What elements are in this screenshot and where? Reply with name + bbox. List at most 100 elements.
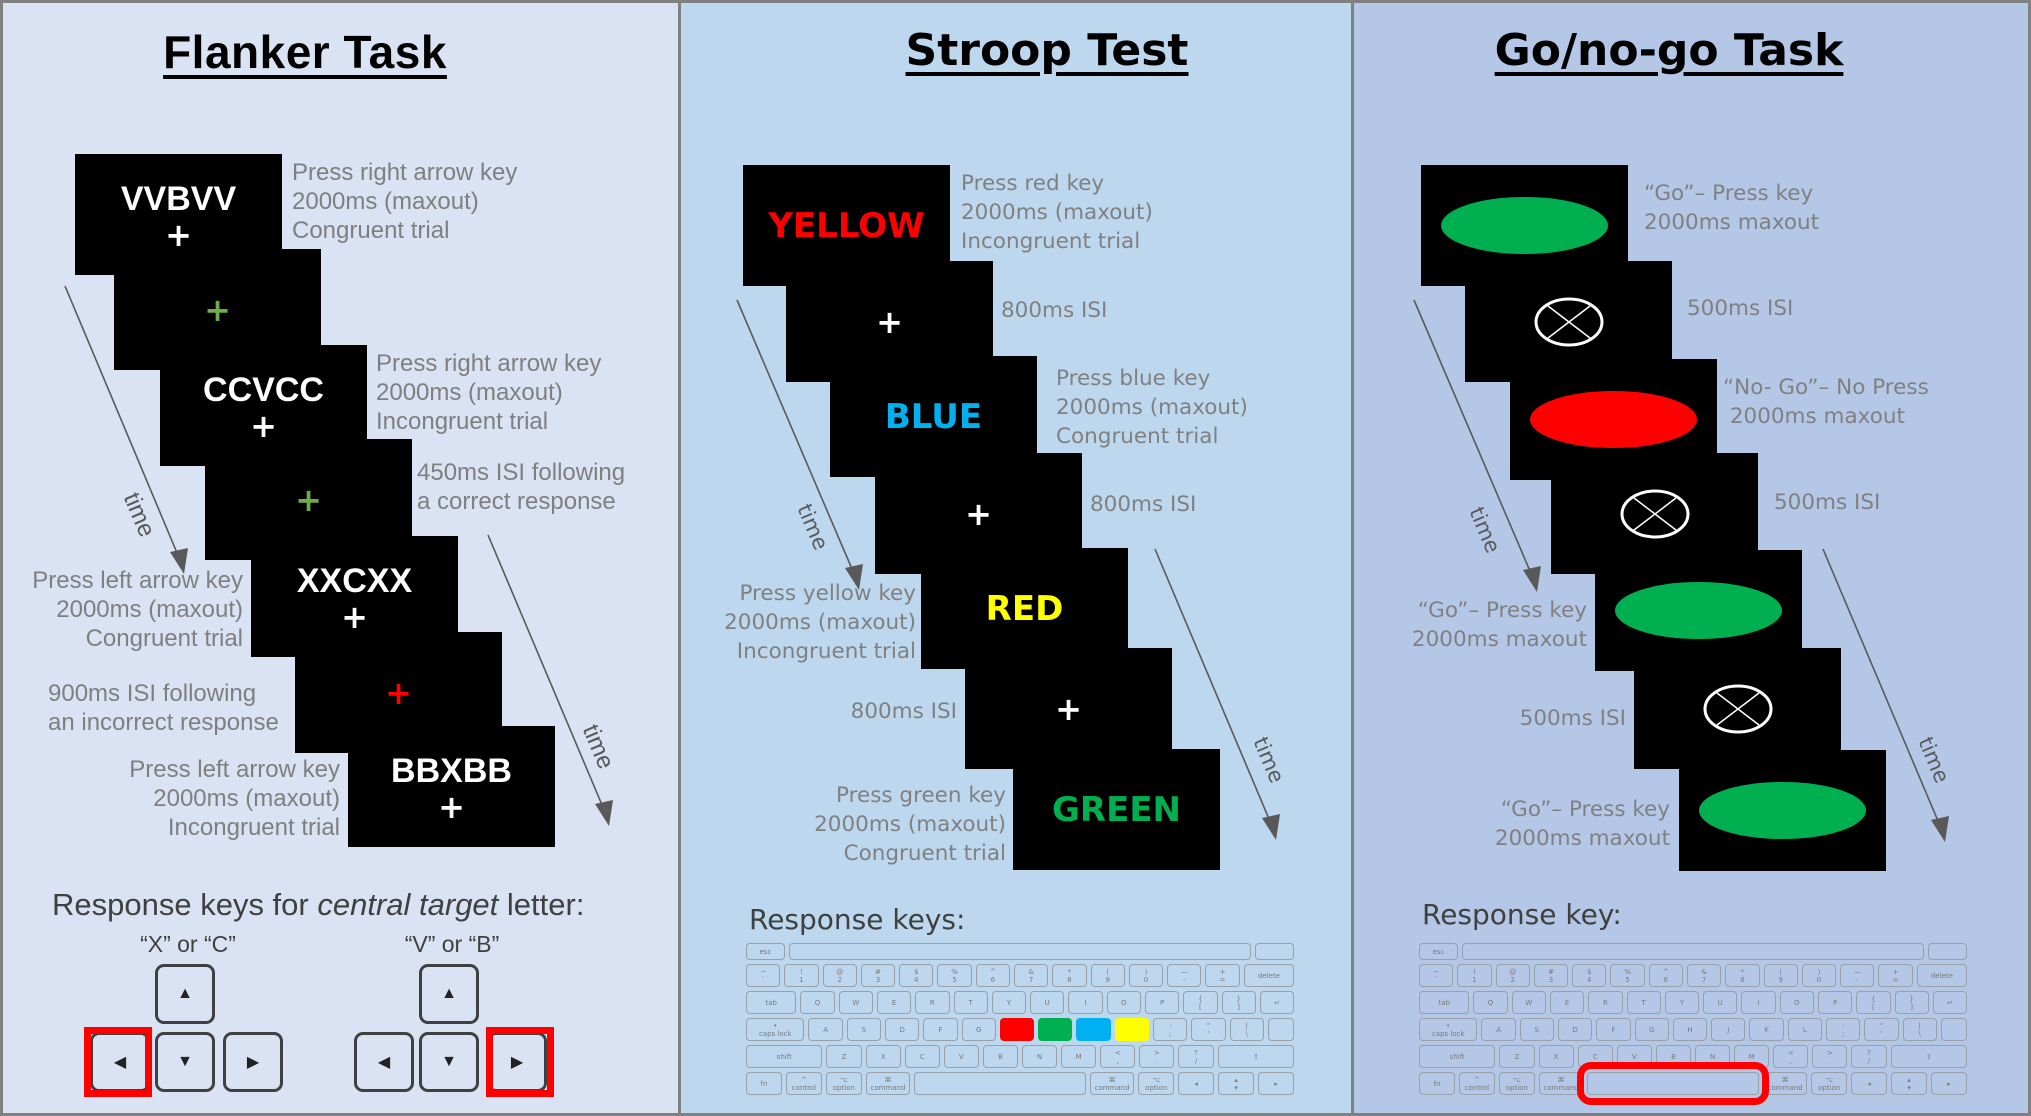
keyboard-key[interactable]: • caps lock: [1419, 1018, 1478, 1042]
keyboard-key[interactable]: + =: [1205, 964, 1240, 988]
keyboard-key[interactable]: ~ `: [746, 964, 781, 988]
keyboard-key[interactable]: Z: [826, 1045, 862, 1069]
keyboard-key[interactable]: : ;: [1153, 1018, 1188, 1042]
keyboard-key[interactable]: % 5: [937, 964, 972, 988]
keyboard-key[interactable]: ⌥ option: [1811, 1072, 1848, 1095]
keyboard-key[interactable]: Y: [991, 991, 1027, 1015]
keyboard-key[interactable]: > .: [1139, 1045, 1175, 1069]
keyboard-key[interactable]: H: [1672, 1018, 1708, 1042]
keyboard-key[interactable]: delete: [1243, 964, 1295, 988]
keyboard-key[interactable]: } ]: [1894, 991, 1929, 1015]
keyboard-key[interactable]: ! 1: [1457, 964, 1492, 988]
keyboard-key[interactable]: ) 0: [1128, 964, 1164, 988]
keyboard-key[interactable]: C: [1577, 1045, 1613, 1069]
keyboard-key[interactable]: Z: [1499, 1045, 1535, 1069]
keyboard-key[interactable]: ⌥ option: [825, 1072, 862, 1095]
up-arrow-key[interactable]: ▲: [419, 964, 479, 1024]
keyboard-key[interactable]: ^ control: [1458, 1072, 1495, 1095]
keyboard-key[interactable]: # 3: [860, 964, 896, 988]
right-arrow-key[interactable]: ▶: [487, 1032, 547, 1092]
keyboard-key[interactable]: V: [943, 1045, 979, 1069]
keyboard-key[interactable]: O: [1779, 991, 1814, 1015]
keyboard-key[interactable]: $ 4: [899, 964, 934, 988]
keyboard-key[interactable]: ) 0: [1801, 964, 1837, 988]
keyboard-key[interactable]: W: [838, 991, 873, 1015]
keyboard-key[interactable]: B: [1655, 1045, 1692, 1069]
keyboard-key[interactable]: ⇧: [1890, 1045, 1968, 1069]
keyboard-key[interactable]: tab: [746, 991, 797, 1015]
keyboard-key[interactable]: fn: [1419, 1072, 1455, 1095]
keyboard-key[interactable]: ! 1: [784, 964, 819, 988]
keyboard-key[interactable]: delete: [1916, 964, 1968, 988]
keyboard-key[interactable]: F: [1596, 1018, 1631, 1042]
keyboard-key[interactable]: ( 9: [1090, 964, 1125, 988]
keyboard-key[interactable]: F: [923, 1018, 958, 1042]
keyboard-key[interactable]: P: [1144, 991, 1180, 1015]
keyboard-key[interactable]: % 5: [1610, 964, 1645, 988]
keyboard-key[interactable]: ⌘ command: [865, 1072, 911, 1095]
keyboard-key[interactable]: ◂: [1851, 1072, 1888, 1095]
keyboard-key[interactable]: # 3: [1533, 964, 1569, 988]
keyboard-key[interactable]: U: [1030, 991, 1065, 1015]
keyboard-key[interactable]: A: [808, 1018, 843, 1042]
keyboard-key[interactable]: E: [1549, 991, 1585, 1015]
keyboard-key[interactable]: [788, 943, 1252, 961]
keyboard-key[interactable]: [1255, 943, 1294, 961]
keyboard-key[interactable]: shift: [746, 1045, 823, 1069]
keyboard-key[interactable]: ↵: [1932, 991, 1968, 1015]
keyboard-key[interactable]: ▴ ▾: [1891, 1072, 1928, 1095]
keyboard-key[interactable]: shift: [1419, 1045, 1496, 1069]
keyboard-key[interactable]: " ': [1864, 1018, 1899, 1042]
left-arrow-key[interactable]: ◀: [354, 1032, 414, 1092]
keyboard-key[interactable]: W: [1511, 991, 1546, 1015]
up-arrow-key[interactable]: ▲: [155, 964, 215, 1024]
keyboard-key[interactable]: ^ control: [785, 1072, 822, 1095]
keyboard-key[interactable]: & 7: [1686, 964, 1722, 988]
keyboard-key[interactable]: K: [1749, 1018, 1784, 1042]
keyboard-key[interactable]: [1940, 1018, 1968, 1042]
keyboard-key[interactable]: [1267, 1018, 1295, 1042]
keyboard-key[interactable]: ▸: [1931, 1072, 1968, 1095]
keyboard-key[interactable]: I: [1741, 991, 1776, 1015]
keyboard-key[interactable]: G: [961, 1018, 996, 1042]
keyboard-key[interactable]: M: [1734, 1045, 1770, 1069]
keyboard-key[interactable]: esc: [746, 943, 785, 961]
keyboard-key[interactable]: • caps lock: [746, 1018, 805, 1042]
keyboard-key[interactable]: @ 2: [1495, 964, 1530, 988]
keyboard-key[interactable]: ⇧: [1217, 1045, 1295, 1069]
keyboard-key[interactable]: > .: [1812, 1045, 1848, 1069]
keyboard-key[interactable]: } ]: [1221, 991, 1256, 1015]
keyboard-key[interactable]: S: [1519, 1018, 1555, 1042]
keyboard-key[interactable]: R: [1588, 991, 1623, 1015]
keyboard-key[interactable]: ◂: [1178, 1072, 1215, 1095]
keyboard-key[interactable]: K: [1076, 1018, 1111, 1042]
keyboard-key[interactable]: X: [865, 1045, 901, 1069]
keyboard-key[interactable]: < ,: [1773, 1045, 1809, 1069]
keyboard-key[interactable]: : ;: [1826, 1018, 1861, 1042]
keyboard-key[interactable]: X: [1538, 1045, 1574, 1069]
keyboard-key[interactable]: ⌘ command: [1089, 1072, 1135, 1095]
keyboard-key[interactable]: ~ `: [1419, 964, 1454, 988]
keyboard-key[interactable]: S: [846, 1018, 882, 1042]
keyboard-key[interactable]: " ': [1191, 1018, 1226, 1042]
keyboard-key[interactable]: V: [1616, 1045, 1652, 1069]
keyboard-key[interactable]: Q: [800, 991, 835, 1015]
keyboard-key[interactable]: Y: [1664, 991, 1700, 1015]
keyboard-key[interactable]: M: [1061, 1045, 1097, 1069]
keyboard-key[interactable]: [1928, 943, 1967, 961]
down-arrow-key[interactable]: ▼: [155, 1032, 215, 1092]
keyboard-key[interactable]: ( 9: [1763, 964, 1798, 988]
keyboard-key[interactable]: ^ 6: [1648, 964, 1683, 988]
keyboard-key[interactable]: * 8: [1725, 964, 1760, 988]
keyboard-key[interactable]: * 8: [1052, 964, 1087, 988]
keyboard-key[interactable]: [1461, 943, 1925, 961]
keyboard-key[interactable]: ^ 6: [975, 964, 1010, 988]
keyboard-key[interactable]: D: [1558, 1018, 1593, 1042]
keyboard-key[interactable]: — -: [1167, 964, 1202, 988]
keyboard-key[interactable]: & 7: [1013, 964, 1049, 988]
left-arrow-key[interactable]: ◀: [90, 1032, 150, 1092]
keyboard-key[interactable]: N: [1695, 1045, 1731, 1069]
keyboard-key[interactable]: U: [1703, 991, 1738, 1015]
keyboard-key[interactable]: I: [1068, 991, 1103, 1015]
keyboard-key[interactable]: C: [904, 1045, 940, 1069]
